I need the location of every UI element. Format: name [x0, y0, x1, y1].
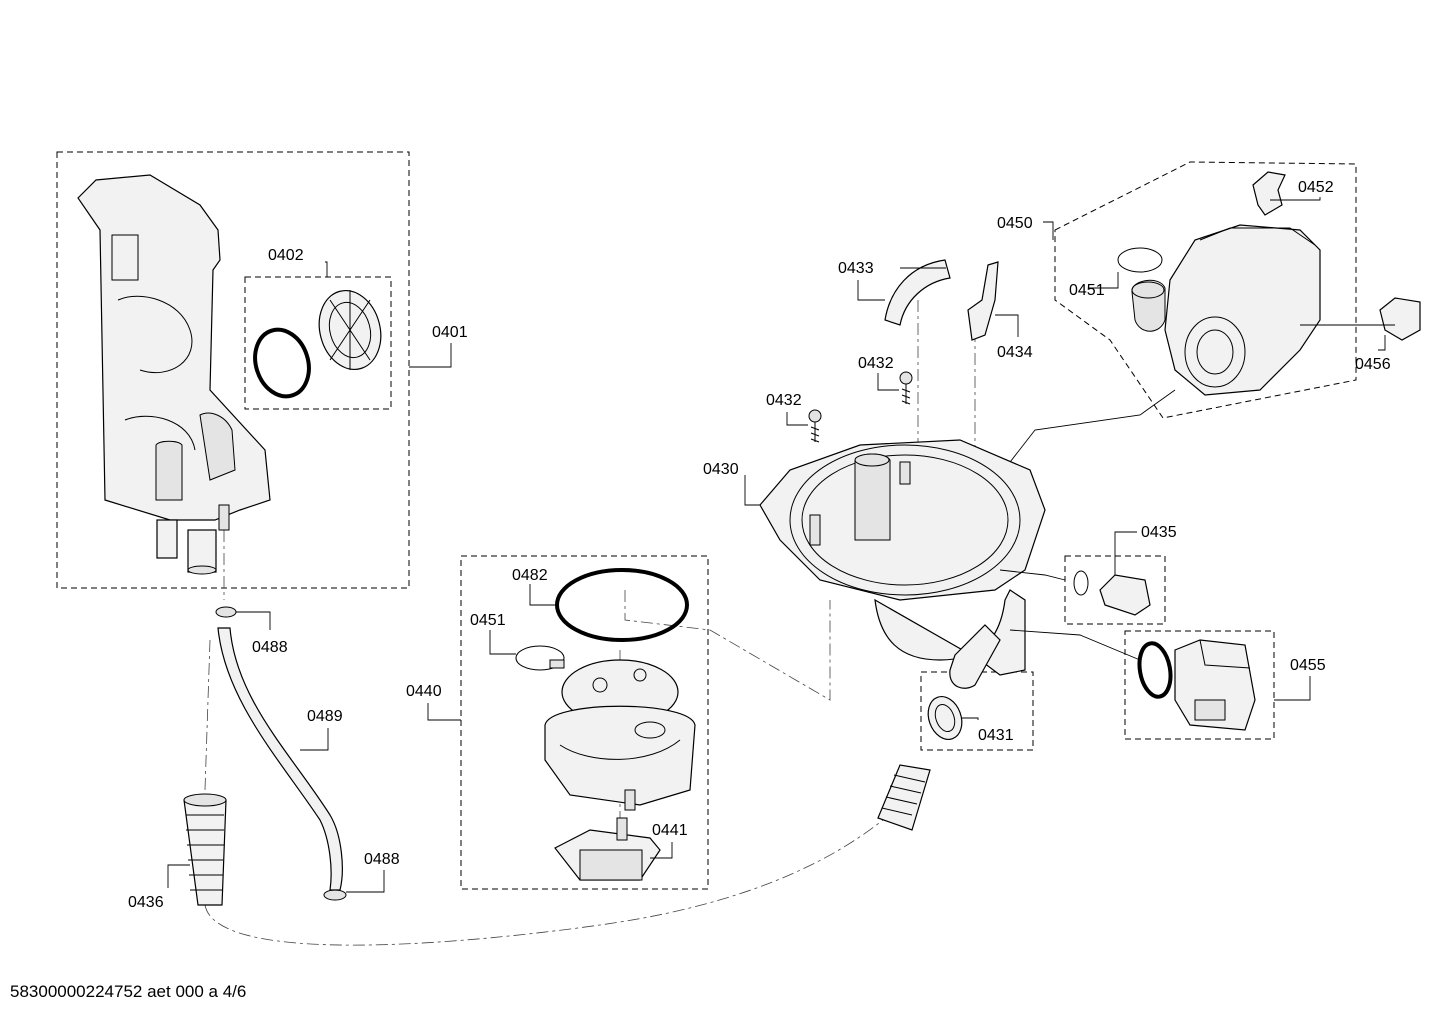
leader-0488b [346, 870, 385, 893]
heater-assembly [1137, 639, 1256, 731]
leader-0451a [489, 630, 516, 655]
group-box-0450 [1054, 161, 1357, 419]
label-0432-right: 0432 [858, 355, 894, 372]
hose-clamp-0451 [515, 645, 565, 671]
leader-0431 [962, 717, 979, 720]
hose-clamp-lower [323, 889, 347, 901]
label-0433: 0433 [838, 260, 874, 277]
leader-0452 [1270, 197, 1321, 201]
corrugated-drain-hose [183, 793, 227, 906]
leader-0432a [786, 412, 808, 426]
group-box-0440 [460, 555, 709, 890]
leader-0450 [1043, 221, 1054, 240]
leader-0433 [857, 280, 885, 301]
connecting-hose [217, 627, 343, 891]
label-0434: 0434 [997, 344, 1033, 361]
label-0452: 0452 [1298, 179, 1334, 196]
sensor-assembly [1073, 570, 1151, 616]
leader-0430 [744, 475, 760, 506]
drawing-reference: 58300000224752 aet 000 a 4/6 [10, 982, 247, 1001]
label-0451-pump: 0451 [1069, 282, 1105, 299]
group-box-0402 [244, 276, 392, 410]
leader-0401 [409, 343, 452, 368]
leader-sump-link [999, 569, 1066, 581]
corrugated-connector [877, 764, 931, 831]
label-0489: 0489 [307, 708, 343, 725]
label-0488-upper: 0488 [252, 639, 288, 656]
label-0440: 0440 [406, 683, 442, 700]
dosing-motor [554, 817, 661, 881]
screw-0432-left [808, 409, 822, 443]
leader-0441 [650, 842, 673, 859]
label-0430: 0430 [703, 461, 739, 478]
label-0431: 0431 [978, 727, 1014, 744]
label-0451-sump: 0451 [470, 612, 506, 629]
label-0402: 0402 [268, 247, 304, 264]
holder-clip [967, 261, 999, 341]
leader-0455 [1274, 676, 1311, 701]
label-0435: 0435 [1141, 524, 1177, 541]
label-0482: 0482 [512, 567, 548, 584]
leader-heater-link [1009, 629, 1141, 661]
circulation-pump [1131, 224, 1321, 396]
label-0432-left: 0432 [766, 392, 802, 409]
label-0455: 0455 [1290, 657, 1326, 674]
leader-0432b [877, 373, 899, 391]
assembly-line-drain [204, 809, 896, 946]
label-0441: 0441 [652, 822, 688, 839]
leader-0440 [427, 703, 461, 721]
assembly-line-pump [999, 389, 1176, 476]
assembly-line-0482 [624, 590, 831, 701]
leader-0434 [995, 314, 1019, 337]
distribution-unit [544, 659, 696, 811]
drain-connector [927, 696, 963, 740]
leader-0482 [529, 584, 557, 606]
bracket-clip [884, 259, 951, 326]
group-box-0401 [56, 151, 410, 589]
pump-bracket-0452 [1252, 171, 1286, 216]
pump-holder-0456 [1379, 297, 1421, 341]
hose-clamp-upper [215, 606, 237, 618]
label-0450: 0450 [997, 215, 1033, 232]
sump-seal-ring [555, 568, 689, 642]
leader-0489 [300, 728, 329, 751]
leader-0488a [236, 611, 271, 630]
sump-pot [759, 439, 1046, 689]
leader-0435 [1114, 531, 1137, 575]
label-0436: 0436 [128, 894, 164, 911]
leader-0436 [167, 864, 190, 888]
leader-0402 [325, 261, 328, 277]
leader-0451b [1089, 272, 1119, 289]
label-0456: 0456 [1355, 356, 1391, 373]
screw-0432-right [899, 371, 913, 405]
water-inlet-housing [77, 174, 271, 575]
hose-clamp-0451-pump [1117, 247, 1163, 273]
label-0401: 0401 [432, 324, 468, 341]
label-0488-lower: 0488 [364, 851, 400, 868]
group-box-0455 [1124, 630, 1275, 740]
seal-ring-and-cover [253, 289, 382, 399]
assembly-line-hose [204, 530, 225, 791]
leader-0456 [1378, 335, 1386, 351]
